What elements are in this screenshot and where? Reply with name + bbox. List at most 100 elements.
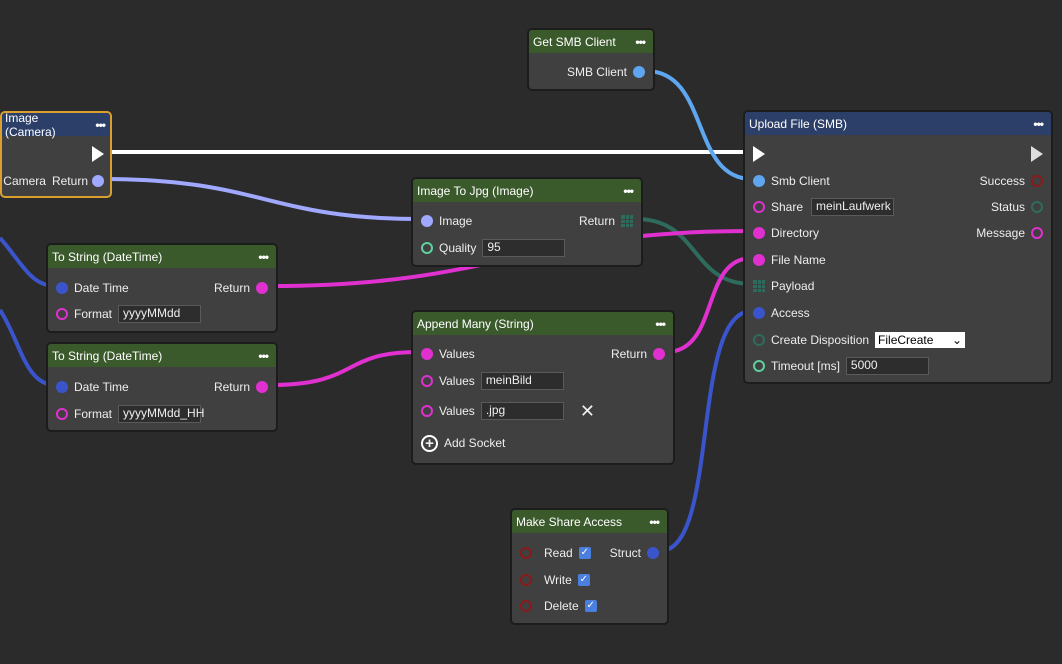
directory-socket[interactable] [753,227,765,239]
share-socket[interactable] [753,201,765,213]
return-label: Return [213,380,250,394]
access-socket[interactable] [753,307,765,319]
create-disposition-label: Create Disposition [771,333,870,347]
menu-icon[interactable]: ••• [95,117,106,132]
return-socket[interactable] [256,381,268,393]
timeout-input[interactable]: 5000 [845,357,929,375]
access-label: Access [771,306,810,320]
wire-jpg-payload [635,217,753,286]
return-socket[interactable] [653,348,665,360]
node-title: Append Many (String) [417,316,534,331]
return-socket[interactable] [256,282,268,294]
format-label: Format [74,307,113,321]
format-input[interactable]: yyyyMMdd [118,305,202,323]
write-socket[interactable] [520,574,532,586]
payload-label: Payload [771,279,815,293]
values-label: Values [439,374,475,388]
date-time-label: Date Time [74,281,129,295]
return-label: Return [610,347,647,361]
return-socket[interactable] [621,215,633,227]
get-smb-client-node[interactable]: Get SMB Client••• SMB Client [527,28,655,91]
timeout-socket[interactable] [753,360,765,372]
create-disposition-select[interactable]: FileCreate ⌄ [875,332,966,348]
menu-icon[interactable]: ••• [655,316,666,331]
values-socket[interactable] [421,375,433,387]
node-title: To String (DateTime) [52,348,163,363]
success-label: Success [979,174,1025,188]
to-string-datetime-node-2[interactable]: To String (DateTime)••• Date Time Format… [46,342,278,432]
remove-socket-icon[interactable]: ✕ [579,400,595,421]
smb-client-socket[interactable] [753,175,765,187]
quality-socket[interactable] [421,242,433,254]
values-input[interactable]: .jpg [480,402,564,420]
struct-label: Struct [609,546,641,560]
return-label: Return [578,214,615,228]
create-disposition-socket[interactable] [753,334,765,346]
node-title: Image To Jpg (Image) [417,183,534,198]
share-input[interactable]: meinLaufwerk [811,198,895,216]
menu-icon[interactable]: ••• [649,514,660,529]
node-title: Get SMB Client [533,34,616,49]
values-label: Values [439,347,475,361]
menu-icon[interactable]: ••• [258,249,269,264]
image-label: Image [439,214,473,228]
format-socket[interactable] [56,408,68,420]
return-label: Return [213,281,250,295]
return-label: Return [51,174,88,188]
format-input[interactable]: yyyyMMdd_HH [118,405,204,423]
directory-label: Directory [771,226,820,240]
format-socket[interactable] [56,308,68,320]
smb-client-socket[interactable] [633,66,645,78]
values-label: Values [439,404,475,418]
payload-socket[interactable] [753,280,765,292]
share-label: Share [771,200,804,214]
image-socket[interactable] [421,215,433,227]
return-socket[interactable] [92,175,104,187]
values-socket[interactable] [421,405,433,417]
to-string-datetime-node-1[interactable]: To String (DateTime) ••• Date Time Format… [46,243,278,333]
make-share-access-node[interactable]: Make Share Access••• Read✓ Write✓ Delete… [510,508,669,625]
status-socket[interactable] [1031,201,1043,213]
delete-label: Delete [544,599,579,613]
delete-checkbox[interactable]: ✓ [584,600,597,612]
quality-input[interactable]: 95 [482,239,566,257]
camera-label: Camera [3,174,46,188]
add-circle-icon[interactable]: + [421,434,438,452]
camera-node[interactable]: Image (Camera) ••• Camera Return [0,111,112,198]
file-name-socket[interactable] [753,254,765,266]
message-socket[interactable] [1031,227,1043,239]
values-input[interactable]: meinBild [480,372,564,390]
delete-socket[interactable] [520,600,532,612]
date-time-socket[interactable] [56,282,68,294]
exec-out-icon[interactable] [92,146,104,162]
status-label: Status [990,200,1025,214]
message-label: Message [976,226,1025,240]
menu-icon[interactable]: ••• [623,183,634,198]
node-title: To String (DateTime) [52,249,163,264]
append-many-node[interactable]: Append Many (String) ••• Values Values mei… [411,310,675,465]
struct-socket[interactable] [647,547,659,559]
success-socket[interactable] [1031,175,1043,187]
chevron-down-icon: ⌄ [951,333,963,347]
add-socket-button[interactable]: Add Socket [444,436,506,450]
menu-icon[interactable]: ••• [258,348,269,363]
exec-in-icon[interactable] [753,146,765,162]
menu-icon[interactable]: ••• [1033,116,1044,131]
wire-camera-image [103,177,419,221]
write-checkbox[interactable]: ✓ [577,574,590,586]
quality-label: Quality [439,241,477,255]
selected-value: FileCreate [878,333,934,347]
node-title: Image (Camera) [5,110,56,139]
wire-filename [665,256,753,354]
date-time-socket[interactable] [56,381,68,393]
exec-out-icon[interactable] [1031,146,1043,162]
menu-icon[interactable]: ••• [635,34,646,49]
write-label: Write [544,573,572,587]
read-socket[interactable] [520,547,532,559]
date-time-label: Date Time [74,380,129,394]
read-label: Read [544,546,573,560]
read-checkbox[interactable]: ✓ [578,547,591,559]
values-socket[interactable] [421,348,433,360]
